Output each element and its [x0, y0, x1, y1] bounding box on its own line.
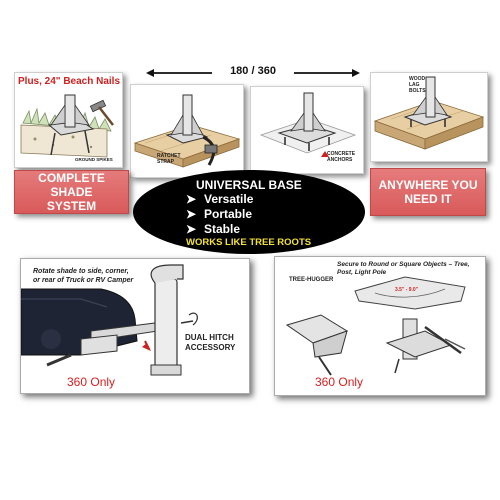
wood-lag-bolts-panel: WOOD LAG BOLTS: [370, 72, 488, 162]
anywhere-you-need-it-box: ANYWHERE YOU NEED IT: [370, 168, 486, 216]
tree-hugger-dims: 3.5" - 9.0": [395, 287, 419, 293]
feature-arrow-icon: ➤: [186, 192, 197, 206]
concrete-anchors-illustration: [259, 92, 357, 157]
beach-nails-label: Plus, 24" Beach Nails: [18, 76, 121, 87]
wood-lag-bolts-label: WOOD LAG BOLTS: [409, 76, 426, 94]
ground-spikes-panel: Plus, 24" Beach Nails GROUND SPIKES: [14, 72, 123, 168]
tagline: WORKS LIKE TREE ROOTS: [186, 237, 312, 248]
dual-hitch-illustration: [21, 264, 198, 376]
feature-arrow-icon: ➤: [186, 222, 197, 236]
wood-lag-bolts-illustration: [373, 76, 485, 150]
universal-base-oval: [133, 170, 365, 254]
dual-hitch-panel: Rotate shade to side, corner, or rear of…: [20, 258, 250, 394]
complete-shade-system-box: COMPLETE SHADE SYSTEM: [14, 170, 129, 214]
feature-arrow-icon: ➤: [186, 207, 197, 221]
tree-hugger-label: TREE-HUGGER: [289, 277, 334, 283]
ratchet-strap-panel: RATCHET STRAP: [130, 84, 244, 178]
universal-base-title: UNIVERSAL BASE: [196, 178, 302, 192]
ratchet-strap-illustration: [133, 94, 241, 168]
rotation-label: 180 / 360: [230, 65, 276, 77]
dual-hitch-accessory-label: DUAL HITCH ACCESSORY: [185, 333, 236, 352]
feature-stable: Stable: [204, 222, 241, 236]
ground-spikes-illustration: [20, 94, 114, 158]
concrete-anchors-panel: CONCRETE ANCHORS: [250, 86, 364, 174]
feature-versatile: Versatile: [204, 192, 254, 206]
tree-hugger-caption: Secure to Round or Square Objects – Tree…: [337, 261, 470, 276]
dual-hitch-caption: Rotate shade to side, corner, or rear of…: [33, 268, 134, 284]
ground-spikes-label: GROUND SPIKES: [75, 157, 113, 162]
ratchet-strap-label: RATCHET STRAP: [157, 153, 181, 165]
anywhere-you-need-it-text: ANYWHERE YOU NEED IT: [378, 178, 478, 206]
tree-hugger-illustration: [285, 276, 466, 376]
dual-hitch-360-note: 360 Only: [67, 375, 116, 389]
feature-portable: Portable: [204, 207, 253, 221]
complete-shade-system-text: COMPLETE SHADE SYSTEM: [38, 171, 105, 213]
tree-hugger-panel: Secure to Round or Square Objects – Tree…: [274, 256, 486, 396]
concrete-anchors-label: CONCRETE ANCHORS: [327, 151, 356, 163]
tree-hugger-360-note: 360 Only: [315, 375, 364, 389]
rotation-arrow: [146, 66, 360, 80]
